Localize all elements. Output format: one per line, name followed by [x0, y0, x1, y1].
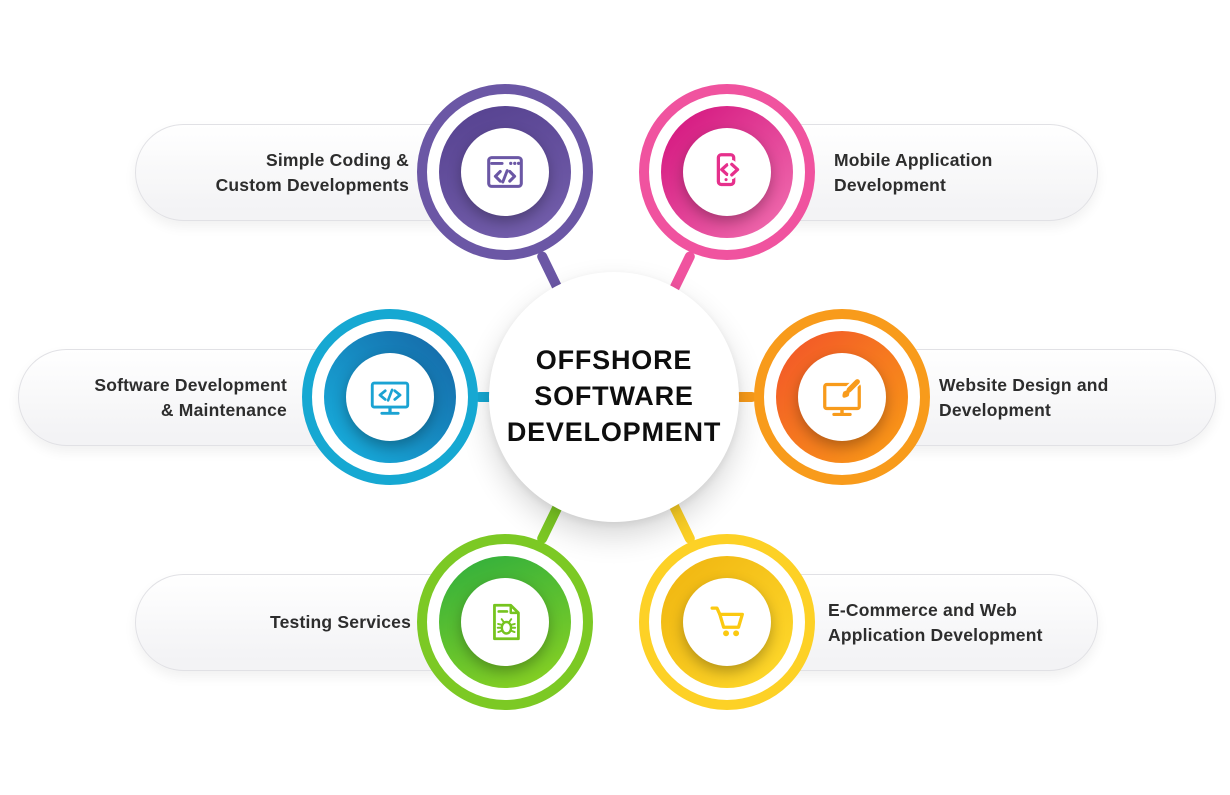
cart-icon — [710, 606, 744, 637]
node-icon-circle — [683, 578, 771, 666]
pill-label: Software Development & Maintenance — [94, 374, 287, 420]
document-bug-icon — [493, 603, 520, 641]
node-website-design — [754, 309, 930, 485]
node-testing-services — [417, 534, 593, 710]
node-software-development — [302, 309, 478, 485]
connector-software-development — [474, 392, 494, 402]
node-ecommerce — [639, 534, 815, 710]
node-mobile-application — [639, 84, 815, 260]
pill-label: Testing Services — [270, 612, 411, 633]
diagram-title: OFFSHORE SOFTWARE DEVELOPMENT — [506, 345, 722, 447]
center-circle: OFFSHORE SOFTWARE DEVELOPMENT — [489, 272, 739, 522]
pill-label: Simple Coding & Custom Developments — [215, 149, 409, 195]
monitor-code-icon — [370, 381, 410, 415]
node-icon-circle — [346, 353, 434, 441]
node-icon-circle — [461, 578, 549, 666]
node-simple-coding — [417, 84, 593, 260]
node-icon-circle — [683, 128, 771, 216]
pill-label: E-Commerce and Web Application Developme… — [828, 599, 1043, 645]
pill-label: Mobile Application Development — [834, 149, 993, 195]
node-icon-circle — [798, 353, 886, 441]
monitor-brush-icon — [823, 376, 862, 416]
pill-label: Website Design and Development — [939, 374, 1109, 420]
connector-website-design — [735, 392, 757, 402]
phone-code-icon — [716, 153, 742, 187]
browser-code-icon — [487, 156, 523, 188]
node-icon-circle — [461, 128, 549, 216]
